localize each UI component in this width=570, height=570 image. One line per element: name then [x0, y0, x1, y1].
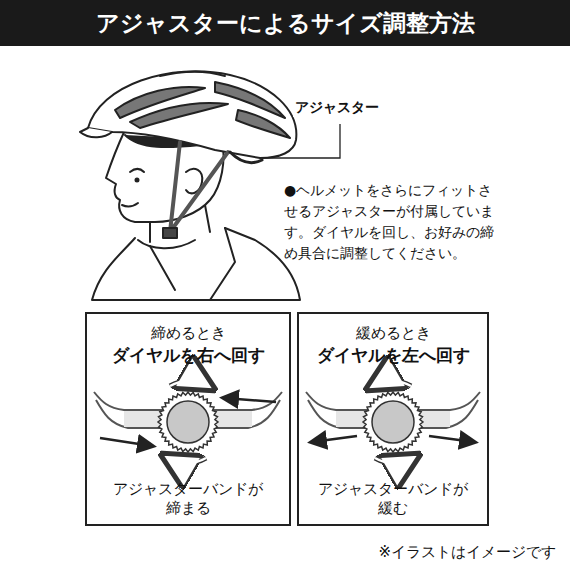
rotate-arrow [168, 458, 206, 463]
rotate-arrow [375, 458, 413, 463]
note-text: ●ヘルメットをさらにフィットさせるアジャスターが付属しています。ダイヤルを回し、… [284, 180, 506, 264]
title: アジャスターによるサイズ調整方法 [0, 0, 570, 46]
band-arrow [224, 398, 276, 402]
rotate-arrow-inner [375, 458, 413, 463]
dial-knurl [158, 392, 218, 452]
box-result: アジャスターバンドが 緩む [314, 480, 472, 518]
dial-illustrations [94, 381, 480, 463]
box-instruction: ダイヤルを右へ回す [87, 344, 289, 367]
title-bar: アジャスターによるサイズ調整方法 [0, 0, 570, 46]
part-label: アジャスター [293, 99, 381, 117]
dial-knurl [363, 392, 423, 452]
instruction-box: 締めるときダイヤルを右へ回すアジャスターバンドが 締まる [85, 312, 291, 526]
rotate-arrow [170, 381, 208, 386]
box-result: アジャスターバンドが 締まる [109, 480, 267, 518]
band-arrow [429, 436, 474, 442]
rotate-arrow-inner [170, 381, 208, 386]
band-arrow [100, 438, 152, 446]
dial-center [372, 401, 414, 443]
box-heading: 緩めるとき [299, 324, 487, 343]
caption: ※イラストはイメージです [378, 543, 556, 562]
box-instruction: ダイヤルを左へ回す [299, 344, 487, 367]
dial-center [167, 401, 209, 443]
helmet-figure [80, 71, 300, 300]
leader-line [262, 124, 340, 158]
instruction-box: 緩めるときダイヤルを左へ回すアジャスターバンドが 緩む [297, 312, 489, 526]
band-arrow [312, 436, 357, 442]
rotate-arrow [373, 381, 411, 386]
box-heading: 締めるとき [87, 324, 289, 343]
rotate-arrow-inner [168, 458, 206, 463]
rotate-arrow-inner [373, 381, 411, 386]
